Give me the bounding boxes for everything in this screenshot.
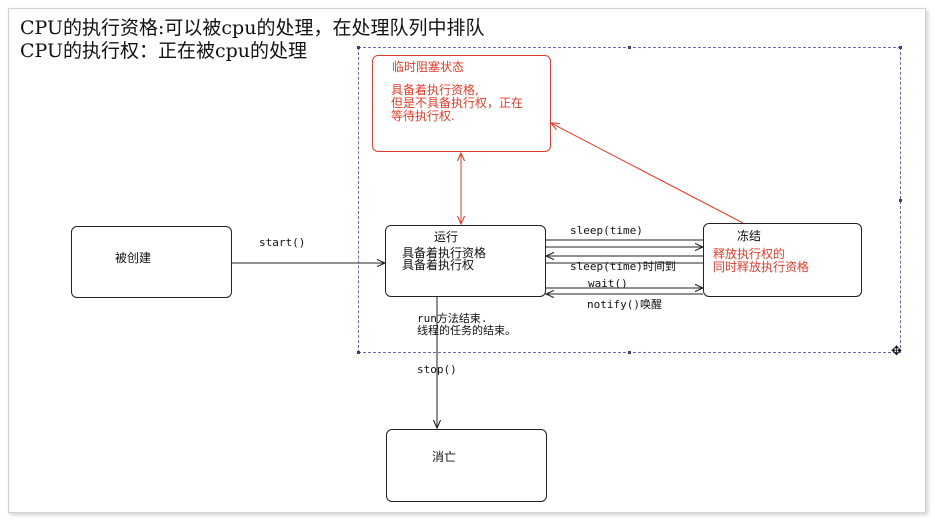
node-blocked[interactable]	[372, 55, 551, 152]
edge-frozen-blocked	[551, 123, 744, 224]
node-dead[interactable]	[386, 429, 547, 502]
node-created[interactable]	[71, 226, 232, 298]
selection-handle[interactable]	[899, 46, 902, 49]
node-frozen-desc-1: 释放执行权的	[713, 247, 786, 261]
label-notify: notify()唤醒	[587, 298, 662, 311]
node-blocked-desc-2: 但是不具备执行权，正在	[391, 96, 524, 110]
move-cursor-icon[interactable]: ✥	[891, 344, 902, 359]
node-dead-label: 消亡	[432, 450, 457, 464]
node-blocked-desc-1: 具备着执行资格,	[391, 83, 479, 97]
label-stop: stop()	[417, 363, 457, 376]
label-sleep-done: sleep(time)时间到	[570, 260, 676, 273]
node-running-label: 运行	[434, 230, 459, 244]
node-frozen[interactable]	[703, 223, 862, 297]
heading-line-2: CPU的执行权：正在被cpu的处理	[20, 40, 308, 62]
selection-handle[interactable]	[628, 46, 631, 49]
heading-line-1: CPU的执行资格:可以被cpu的处理，在处理队列中排队	[20, 17, 485, 39]
node-created-label: 被创建	[115, 251, 152, 265]
node-running[interactable]	[385, 225, 546, 297]
selection-handle[interactable]	[357, 351, 360, 354]
label-run-end-1: run方法结束.	[417, 312, 488, 325]
selection-handle[interactable]	[628, 351, 631, 354]
label-sleep: sleep(time)	[570, 224, 643, 237]
node-frozen-desc-2: 同时释放执行资格	[713, 260, 810, 274]
selection-handle[interactable]	[357, 46, 360, 49]
node-running-desc-1: 具备着执行资格	[402, 246, 487, 260]
node-blocked-desc-3: 等待执行权.	[391, 109, 455, 123]
node-running-desc-2: 具备着执行权	[402, 258, 475, 272]
selection-handle[interactable]	[899, 199, 902, 202]
node-frozen-label: 冻结	[737, 229, 762, 243]
label-wait: wait()	[588, 277, 628, 290]
label-run-end-2: 线程的任务的结束。	[417, 324, 516, 337]
label-start: start()	[259, 236, 306, 249]
node-blocked-label: 临时阻塞状态	[392, 60, 465, 74]
